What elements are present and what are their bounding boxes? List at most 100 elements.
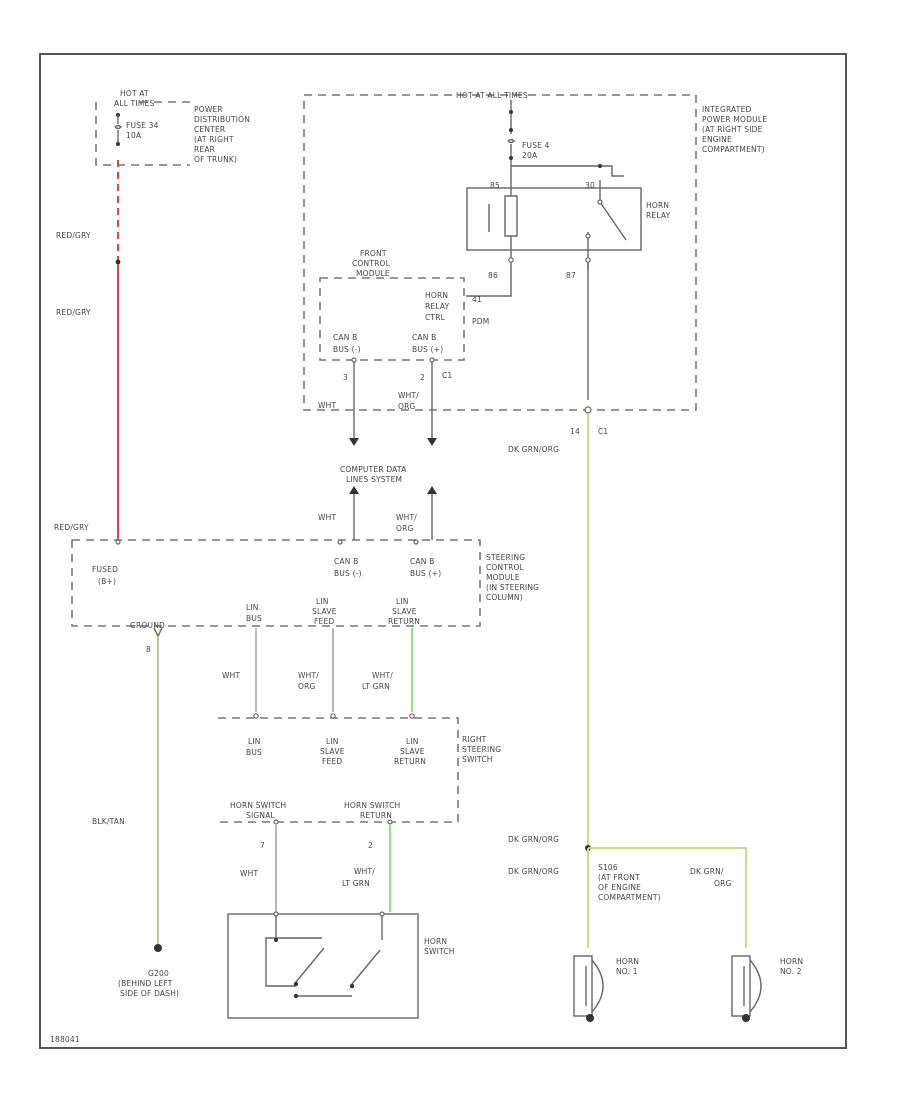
pin-label: 41 xyxy=(472,295,482,304)
wire-label: WHT xyxy=(318,401,336,410)
wire-label: DK GRN/ORG xyxy=(508,867,559,876)
sccm-fused: (B+) xyxy=(98,577,116,586)
ground-label: (BEHIND LEFT xyxy=(118,979,173,988)
sccm-lin-feed: SLAVE xyxy=(312,607,337,616)
splice-label: COMPARTMENT) xyxy=(598,893,661,902)
pdc-name: (AT RIGHT xyxy=(194,135,234,144)
horn-1: HORN NO. 1 xyxy=(573,955,639,1022)
sccm-lin-bus: LIN xyxy=(246,603,259,612)
ipm-name: ENGINE xyxy=(702,135,732,144)
sccm-lin-feed: FEED xyxy=(314,617,334,626)
sccm-can-c: BUS (-) xyxy=(334,569,362,578)
pdc-name: OF TRUNK) xyxy=(194,155,237,164)
connector-arrow-icon xyxy=(349,486,359,494)
relay-pin-label: 86 xyxy=(488,271,498,280)
sccm-name: STEERING xyxy=(486,553,525,562)
fcm-horn-ctrl: RELAY xyxy=(425,302,450,311)
pdc-name: DISTRIBUTION xyxy=(194,115,250,124)
pdc-name: REAR xyxy=(194,145,215,154)
fcm-name: CONTROL xyxy=(352,259,391,268)
sccm-name: COLUMN) xyxy=(486,593,523,602)
rss-horn-return: HORN SWITCH xyxy=(344,801,400,810)
fcm-can-h: BUS (+) xyxy=(412,345,443,354)
wire-label: WHT/ xyxy=(398,391,419,400)
horn-1-name: HORN xyxy=(616,957,639,966)
horn-1-name: NO. 1 xyxy=(616,967,638,976)
rss-lin-feed: SLAVE xyxy=(320,747,345,756)
wire-label: DK GRN/ORG xyxy=(508,835,559,844)
wire-label: WHT xyxy=(318,513,336,522)
diagram-frame xyxy=(39,53,847,1049)
ipm-name: (AT RIGHT SIDE xyxy=(702,125,763,134)
connector-label: C1 xyxy=(598,427,608,436)
ground-label: SIDE OF DASH) xyxy=(120,989,179,998)
connector-arrow-icon xyxy=(427,486,437,494)
wire-label: LT GRN xyxy=(342,879,370,888)
horn-switch-name: HORN xyxy=(424,937,447,946)
wire-label: RED/GRY xyxy=(54,523,89,532)
steering-control-module: FUSED (B+) CAN B BUS (-) CAN B BUS (+) S… xyxy=(71,539,539,654)
cdbs-label: COMPUTER DATA xyxy=(340,465,407,474)
rss-name: SWITCH xyxy=(462,755,493,764)
ipm-name: INTEGRATED xyxy=(702,105,752,114)
connector-terminal xyxy=(584,406,592,414)
pin-label: 3 xyxy=(343,373,348,382)
pin-label: 14 xyxy=(570,427,580,436)
rss-lin-feed: LIN xyxy=(326,737,339,746)
horn-switch-name: SWITCH xyxy=(424,947,455,956)
sccm-lin-return: RETURN xyxy=(388,617,420,626)
ipm-hot-label: HOT AT ALL TIMES xyxy=(456,91,528,100)
wire-label: DK GRN/ xyxy=(690,867,724,876)
pdc-name: POWER xyxy=(194,105,223,114)
fcm-horn-ctrl: CTRL xyxy=(425,313,446,322)
horn-icon xyxy=(749,959,762,1013)
rss-name: RIGHT xyxy=(462,735,487,744)
fcm-can-c: CAN B xyxy=(333,333,358,342)
fcm-name: MODULE xyxy=(356,269,390,278)
sccm-lin-feed: LIN xyxy=(316,597,329,606)
sccm-lin-bus: BUS xyxy=(246,614,262,623)
wire-splice-dot xyxy=(115,259,121,265)
wire-label: LT GRN xyxy=(362,682,390,691)
connector-arrow-icon xyxy=(349,438,359,446)
switch-contact-icon xyxy=(295,947,325,983)
fcm-name: FRONT xyxy=(360,249,387,258)
rss-lin-bus: LIN xyxy=(248,737,261,746)
ipm-fuse-label: FUSE 4 xyxy=(522,141,550,150)
connector-label: C1 xyxy=(442,371,452,380)
rss-horn-signal: HORN SWITCH xyxy=(230,801,286,810)
sccm-can-h: CAN B xyxy=(410,557,435,566)
rss-lin-feed: FEED xyxy=(322,757,342,766)
ipm-fuse-label: 20A xyxy=(522,151,538,160)
fcm-horn-ctrl: HORN xyxy=(425,291,448,300)
fuse-icon xyxy=(114,124,122,130)
wire-label: WHT/ xyxy=(372,671,393,680)
wire-label: ORG xyxy=(396,524,414,533)
wire-label: WHT/ xyxy=(396,513,417,522)
pdc-name: CENTER xyxy=(194,125,225,134)
rss-lin-return: SLAVE xyxy=(400,747,425,756)
pin-label: 2 xyxy=(368,841,373,850)
relay-name: RELAY xyxy=(646,211,671,220)
rss-horn-signal: SIGNAL xyxy=(246,811,276,820)
pin-label: 7 xyxy=(260,841,265,850)
power-distribution-center: HOT AT ALL TIMES FUSE 34 10A POWER DISTR… xyxy=(95,89,250,166)
wire-label: WHT xyxy=(240,869,258,878)
dk-grn-org-wire xyxy=(588,847,747,948)
horn-switch: HORN SWITCH xyxy=(227,911,455,1019)
ground-label: G200 xyxy=(148,969,169,978)
pin-label: 2 xyxy=(420,373,425,382)
rss-horn-return: RETURN xyxy=(360,811,392,820)
relay-contact-icon xyxy=(599,180,627,241)
cdbs-label: LINES SYSTEM xyxy=(346,475,402,484)
relay-pin-label: 85 xyxy=(490,181,500,190)
switch-contact-icon xyxy=(351,949,381,985)
ipm-name: POWER MODULE xyxy=(702,115,767,124)
pdc-fuse-label: 10A xyxy=(126,131,142,140)
sccm-name: (IN STEERING xyxy=(486,583,539,592)
horn-2-name: NO. 2 xyxy=(780,967,802,976)
rss-lin-return: RETURN xyxy=(394,757,426,766)
wire-label: RED/GRY xyxy=(56,308,91,317)
horn-2: HORN NO. 2 xyxy=(731,955,803,1022)
fcm-can-c: BUS (-) xyxy=(333,345,361,354)
